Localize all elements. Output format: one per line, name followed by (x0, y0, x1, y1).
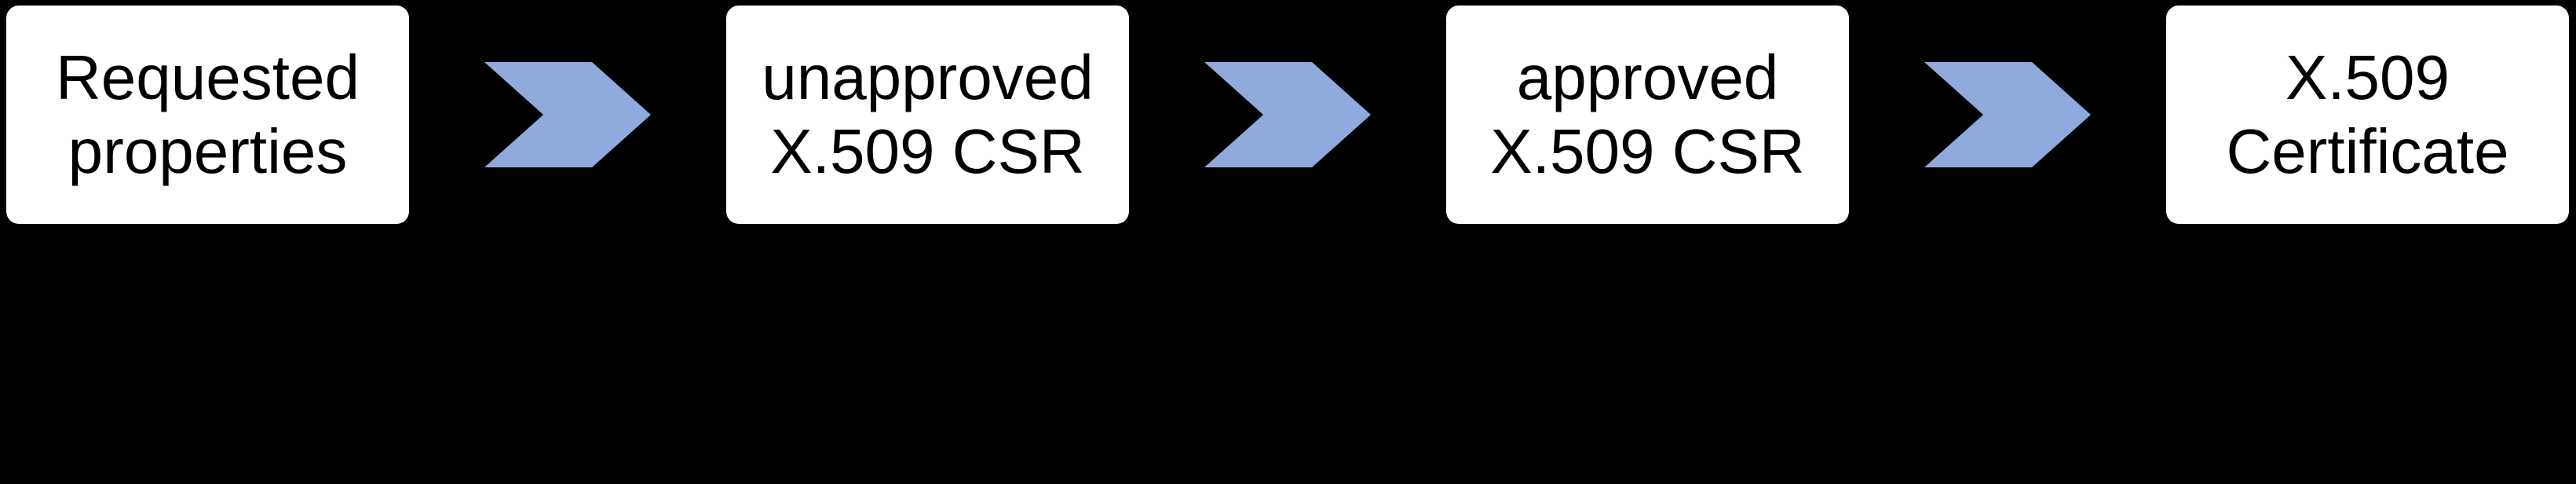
flow-stage-approved-x509-csr: approved X.509 CSR (1446, 6, 1849, 224)
chevron-right-icon (484, 62, 651, 167)
stage-label-line: X.509 (2285, 42, 2450, 112)
stage-label-line: X.509 CSR (1490, 116, 1805, 186)
stage-label-line: Certificate (2226, 116, 2509, 186)
stage-label-line: Requested (56, 42, 360, 112)
stage-label-line: X.509 CSR (770, 116, 1085, 186)
chevron-right-icon-shape (484, 62, 651, 167)
stage-label-line: approved (1516, 42, 1779, 112)
flow-stage-requested-properties: Requested properties (6, 6, 409, 224)
chevron-right-icon-shape (1204, 62, 1371, 167)
chevron-right-icon (1924, 62, 2091, 167)
flow-stage-unapproved-x509-csr: unapproved X.509 CSR (726, 6, 1129, 224)
stage-label-line: unapproved (762, 42, 1094, 112)
stage-label-line: properties (68, 116, 348, 186)
chevron-right-icon (1204, 62, 1371, 167)
flow-diagram: Requested properties unapproved X.509 CS… (6, 6, 2570, 224)
flow-stage-x509-certificate: X.509 Certificate (2166, 6, 2569, 224)
chevron-right-icon-shape (1924, 62, 2091, 167)
